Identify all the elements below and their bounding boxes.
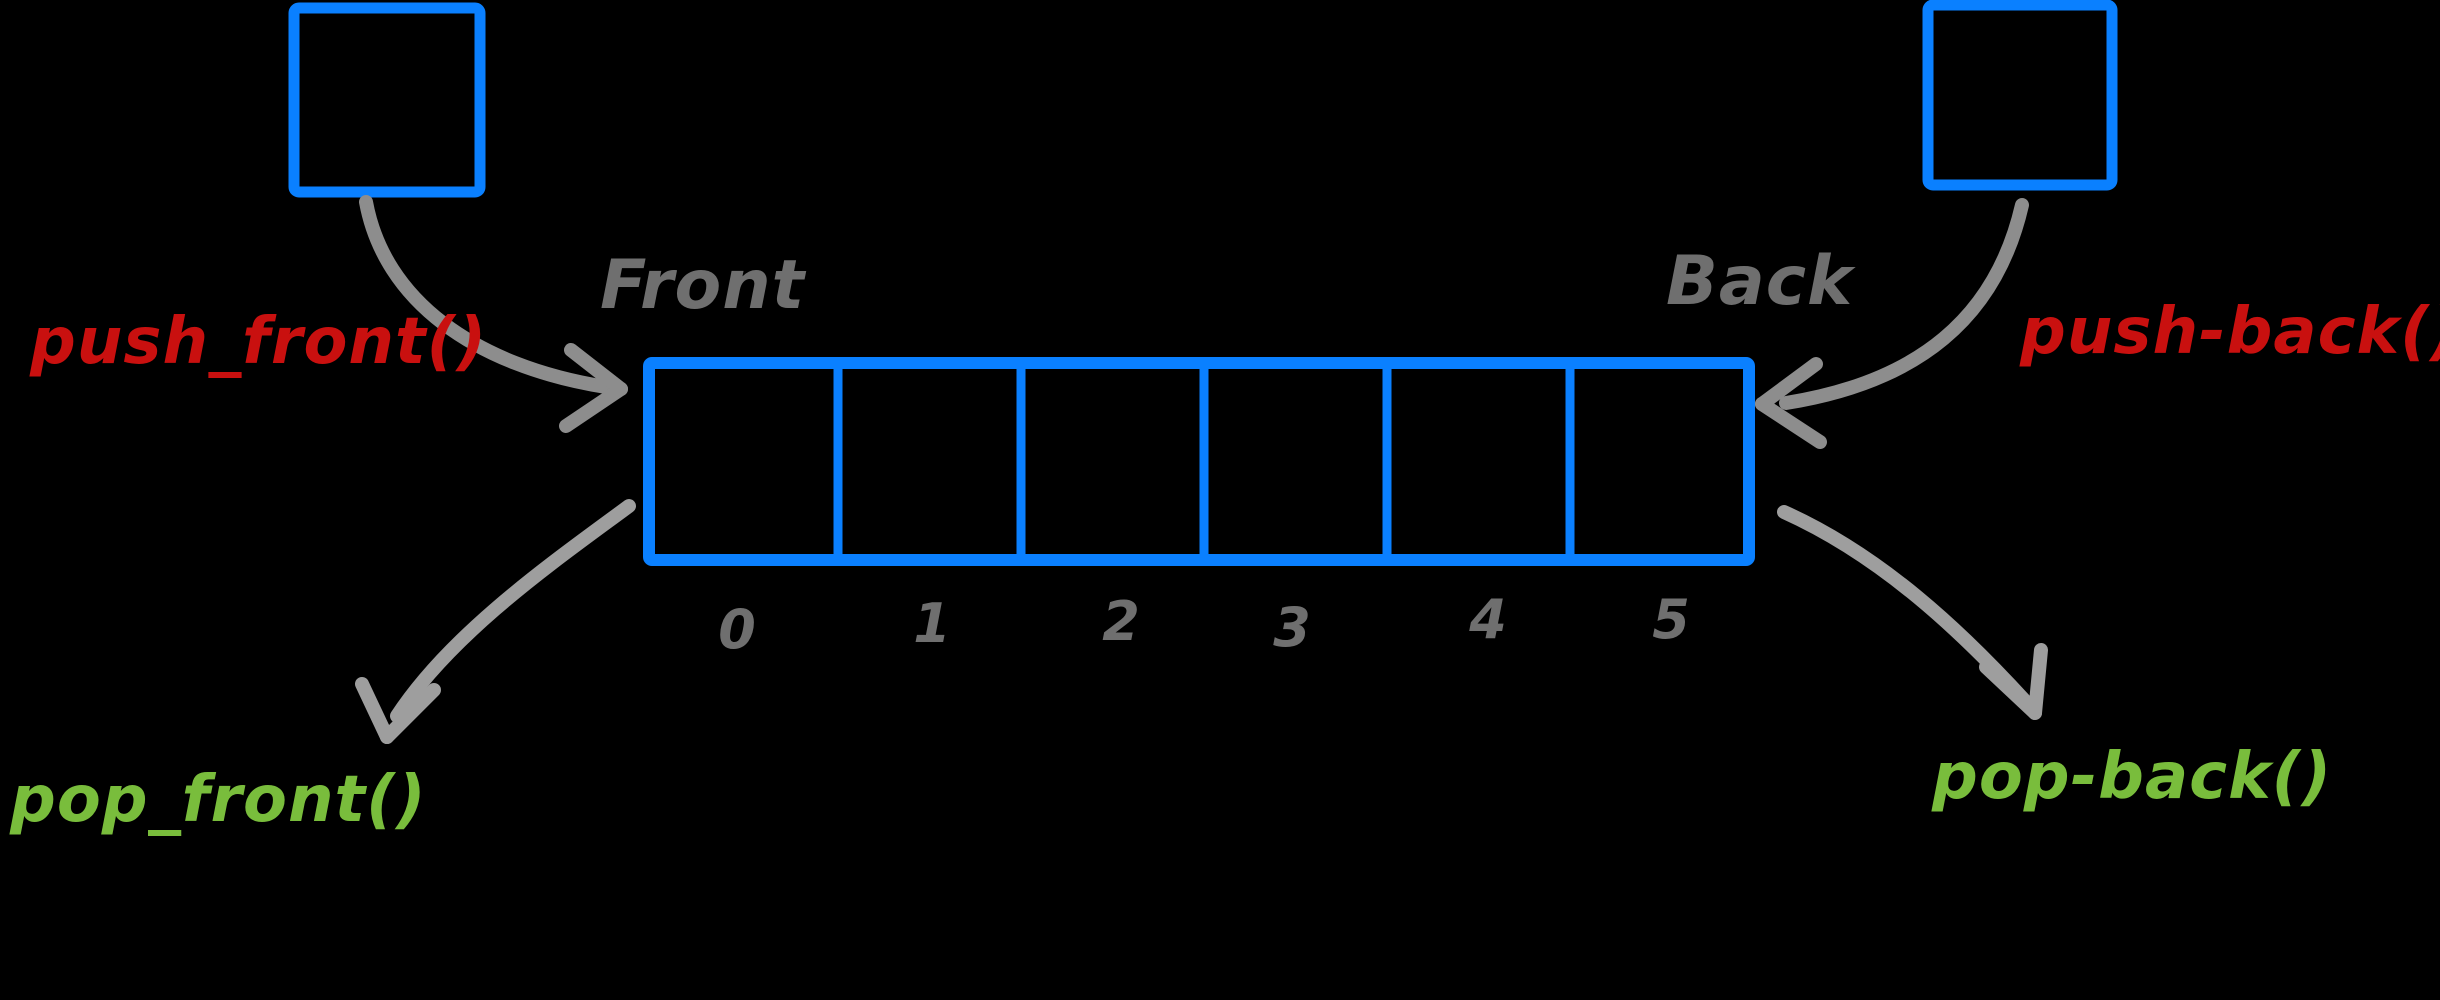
push-back-arrowhead: [1755, 397, 1827, 449]
push-back-arrowhead: [1755, 357, 1823, 411]
pop-front-arrowhead: [380, 683, 441, 744]
back-label: Back: [1666, 242, 1854, 321]
push-front-label: push_front(): [30, 305, 488, 379]
pop-back-arrowhead: [1979, 660, 2042, 720]
index-label-5: 5: [1652, 588, 1690, 651]
index-label-1: 1: [913, 592, 951, 655]
pop-front-arrow: [355, 499, 636, 744]
index-label-0: 0: [718, 598, 756, 661]
push-back-label: push-back(): [2020, 295, 2440, 369]
index-label-3: 3: [1273, 596, 1311, 659]
push-front-arrowhead: [559, 382, 628, 433]
deque-cell-dividers: [833, 369, 1575, 566]
deque-array-outline: [643, 357, 1755, 566]
index-label-2: 2: [1102, 590, 1140, 653]
pop-front-arrowhead: [355, 677, 394, 744]
incoming-box-left: [288, 2, 486, 198]
index-label-4: 4: [1469, 588, 1507, 651]
push-front-arrow: [359, 195, 628, 433]
push-back-arrow: [1755, 198, 2029, 449]
pop-front-label: pop_front(): [10, 763, 427, 837]
pop-back-label: pop-back(): [1932, 740, 2333, 814]
pop-back-arrow: [1777, 505, 2048, 720]
front-label: Front: [600, 246, 806, 325]
push-front-arrowhead: [564, 343, 628, 396]
incoming-box-right: [1922, 0, 2118, 191]
pop-back-arrowhead: [2028, 643, 2048, 720]
